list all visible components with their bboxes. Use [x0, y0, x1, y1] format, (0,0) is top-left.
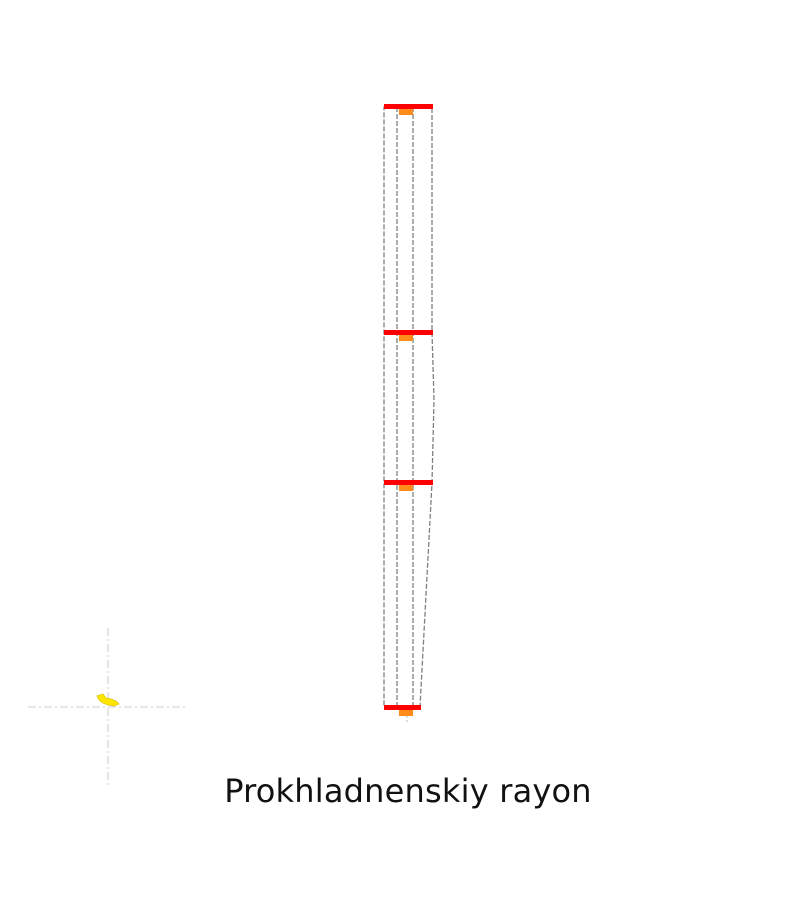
section-bars	[384, 104, 433, 710]
marker-upper	[399, 335, 413, 341]
markers	[399, 109, 413, 716]
marker-middle	[399, 485, 413, 491]
inset-region-shape	[96, 693, 120, 707]
section-bar-middle	[384, 480, 433, 485]
district-outline	[383, 106, 435, 708]
section-bar-top	[384, 104, 433, 109]
marker-bottom	[399, 710, 413, 716]
map-title: Prokhladnenskiy rayon	[224, 772, 592, 810]
outer-boundary	[383, 106, 435, 708]
section-bar-bottom	[384, 705, 421, 710]
inset-locator	[28, 628, 188, 788]
section-bar-upper	[384, 330, 433, 335]
marker-top	[399, 109, 413, 115]
